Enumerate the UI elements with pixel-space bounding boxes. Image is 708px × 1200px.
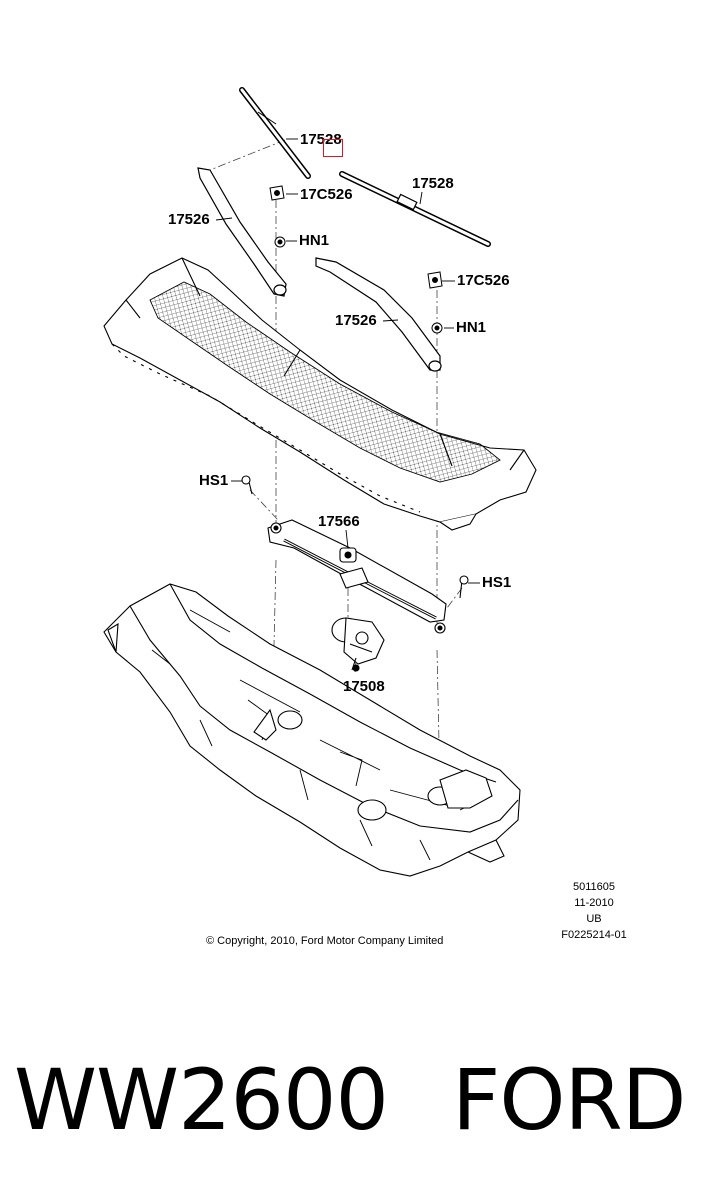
part-number: WW2600 xyxy=(14,1051,389,1149)
callout-cap-right: 17C526 xyxy=(457,272,510,289)
callout-bolt-right: HS1 xyxy=(482,574,512,591)
right-wiper-arm xyxy=(315,257,442,372)
figure-id: F0225214-01 xyxy=(561,929,627,941)
right-wiper-blade xyxy=(339,171,491,247)
callout-linkage: 17566 xyxy=(318,513,360,530)
callout-leader-lines xyxy=(215,138,480,584)
drawing-date: 11-2010 xyxy=(574,897,614,909)
copyright-notice: © Copyright, 2010, Ford Motor Company Li… xyxy=(206,935,444,947)
wiper-system-exploded-diagram xyxy=(103,87,537,877)
callout-nut-left: HN1 xyxy=(299,232,330,249)
callout-blade-right: 17528 xyxy=(412,175,454,192)
drawing-region: UB xyxy=(586,913,602,925)
callout-motor: 17508 xyxy=(343,678,385,695)
pivot-caps-and-nuts xyxy=(269,185,443,334)
brand-name: FORD xyxy=(452,1051,686,1149)
plenum-firewall-structure xyxy=(103,583,521,877)
callout-arm-left: 17526 xyxy=(168,211,210,228)
callout-bolt-left: HS1 xyxy=(199,472,229,489)
wiper-motor xyxy=(331,617,385,672)
wiper-linkage-assembly xyxy=(241,475,469,634)
drawing-code: 5011605 xyxy=(572,881,615,893)
callout-blade-left: 17528 xyxy=(300,131,342,148)
callout-cap-left: 17C526 xyxy=(300,186,353,203)
left-wiper-blade xyxy=(239,87,311,179)
left-wiper-arm xyxy=(197,167,287,297)
callout-nut-right: HN1 xyxy=(456,319,487,336)
cowl-panel xyxy=(103,257,537,531)
highlight-box xyxy=(323,139,343,157)
callout-arm-right: 17526 xyxy=(335,312,377,329)
